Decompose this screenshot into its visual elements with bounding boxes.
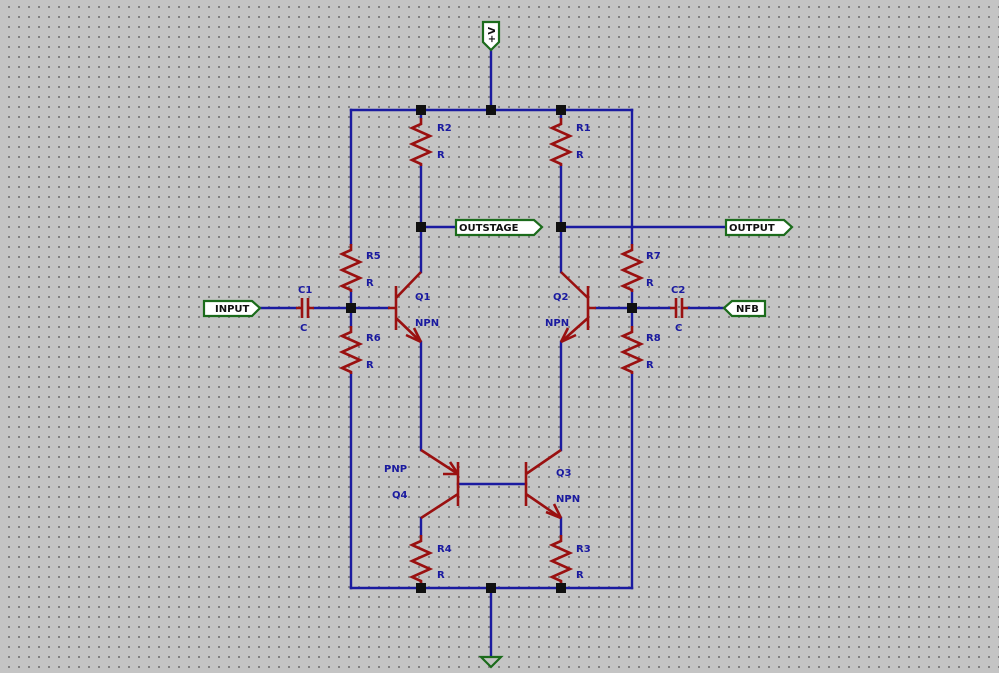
resistor-r2[interactable] [408,118,434,166]
r6-value: R [366,360,374,371]
port-outstage-label: OUTSTAGE [459,223,519,234]
junction-dot [416,583,426,593]
transistor-q2[interactable] [559,271,596,344]
q4-type: PNP [384,464,407,475]
junction-dot [556,222,566,232]
port-input-label: INPUT [215,304,250,315]
port-outstage[interactable]: OUTSTAGE [454,218,544,237]
c1-value: C [300,323,307,334]
junction-dot [556,105,566,115]
capacitor-c1[interactable] [296,298,314,318]
c2-value: C [675,323,682,334]
q3-ref: Q3 [556,468,572,479]
junctions [346,105,637,593]
resistor-r1[interactable] [548,118,574,166]
port-nfb-label: NFB [736,304,759,315]
r5-ref: R5 [366,251,381,262]
r4-value: R [437,570,445,581]
port-output-label: OUTPUT [729,223,775,234]
junction-dot [346,303,356,313]
ground-symbol[interactable] [478,655,504,669]
r2-value: R [437,150,445,161]
transistor-q1[interactable] [388,271,423,344]
junction-dot [416,222,426,232]
c2-ref: C2 [671,285,685,296]
transistor-q4[interactable] [420,448,460,520]
port-vplus-label: +V [487,27,498,43]
junction-dot [416,105,426,115]
q1-type: NPN [415,318,439,329]
port-vplus[interactable]: +V [481,20,501,52]
resistors [338,118,645,583]
r1-ref: R1 [576,123,591,134]
r7-ref: R7 [646,251,661,262]
q3-type: NPN [556,494,580,505]
r7-value: R [646,278,654,289]
wires [258,46,728,658]
r6-ref: R6 [366,333,381,344]
r3-value: R [576,570,584,581]
r8-ref: R8 [646,333,661,344]
r2-ref: R2 [437,123,452,134]
port-output[interactable]: OUTPUT [724,218,794,237]
resistor-r8[interactable] [619,326,645,374]
resistor-r3[interactable] [548,535,574,583]
port-nfb[interactable]: NFB [722,299,767,318]
resistor-r4[interactable] [408,535,434,583]
r4-ref: R4 [437,544,452,555]
q2-type: NPN [545,318,569,329]
q4-ref: Q4 [392,490,408,501]
q1-ref: Q1 [415,292,431,303]
r3-ref: R3 [576,544,591,555]
junction-dot [486,583,496,593]
resistor-r6[interactable] [338,326,364,374]
capacitor-c2[interactable] [670,298,688,318]
q2-ref: Q2 [553,292,569,303]
port-input[interactable]: INPUT [202,299,262,318]
junction-dot [556,583,566,593]
resistor-r7[interactable] [619,244,645,292]
r8-value: R [646,360,654,371]
r5-value: R [366,278,374,289]
junction-dot [486,105,496,115]
c1-ref: C1 [298,285,312,296]
resistor-r5[interactable] [338,244,364,292]
junction-dot [627,303,637,313]
r1-value: R [576,150,584,161]
component-labels: R2 R R1 R R5 R R6 R R7 R R8 R R4 R R3 R … [298,123,685,581]
transistor-q3[interactable] [524,448,563,520]
